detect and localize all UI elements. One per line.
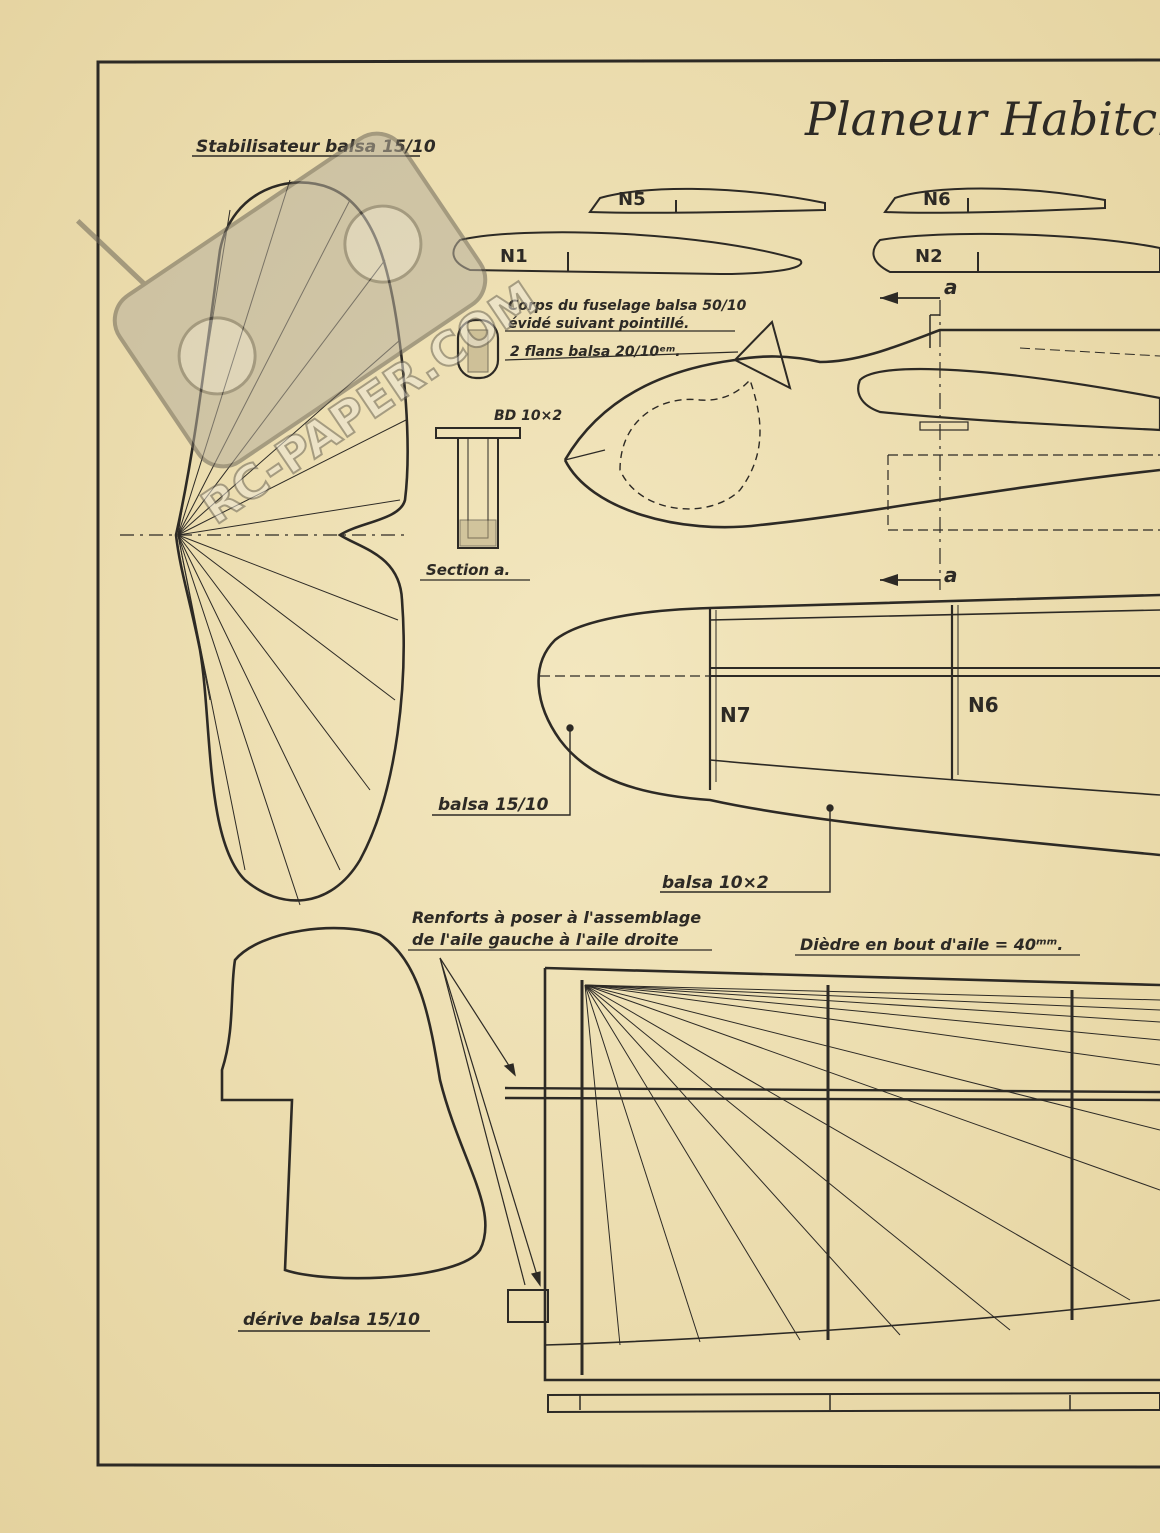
wing-panel-drawing — [504, 966, 1160, 1414]
reinforcement-label-2: de l'aile gauche à l'aile droite — [412, 930, 679, 949]
rib-n6-top-label: N6 — [923, 189, 951, 210]
wing-tip-leaders — [432, 724, 834, 893]
drawing-frame — [96, 58, 1160, 1469]
balsa-edge-label: balsa 10×2 — [662, 873, 769, 893]
rib-n5-drawing — [588, 187, 826, 214]
reinforcement-label-1: Renforts à poser à l'assemblage — [412, 908, 701, 927]
rib-n2-label: N2 — [915, 246, 943, 267]
balsa-tip-label: balsa 15/10 — [438, 795, 549, 815]
rib-n1-label: N1 — [500, 246, 528, 267]
rib-n6-top-drawing — [883, 187, 1106, 214]
flans-underline — [504, 351, 739, 361]
rib-n5-label: N5 — [618, 189, 646, 210]
rib-n6-label: N6 — [968, 693, 999, 717]
fin-label: dérive balsa 15/10 — [243, 1310, 420, 1330]
fuselage-body-label-1: Corps du fuselage balsa 50/10 — [508, 298, 747, 314]
fuselage-section-drawing — [435, 318, 521, 549]
section-label: Section a. — [426, 561, 510, 579]
reinforcement-leaders — [439, 957, 541, 1287]
fuselage-side-drawing — [563, 292, 1160, 590]
section-mark-top: a — [944, 275, 958, 299]
flans-label: 2 flans balsa 20/10ᵉᵐ. — [510, 344, 681, 360]
wing-tip-drawing — [537, 593, 1160, 857]
bd-label: BD 10×2 — [494, 408, 562, 424]
rib-n7-label: N7 — [720, 703, 751, 727]
rib-n2-drawing — [872, 232, 1160, 273]
section-mark-bottom: a — [944, 563, 958, 587]
dihedral-label: Dièdre en bout d'aile = 40ᵐᵐ. — [800, 935, 1063, 954]
plan-title: Planeur Habitch — [804, 92, 1160, 146]
fuselage-body-label-2: évidé suivant pointillé. — [508, 316, 689, 332]
fin-drawing — [220, 926, 487, 1280]
